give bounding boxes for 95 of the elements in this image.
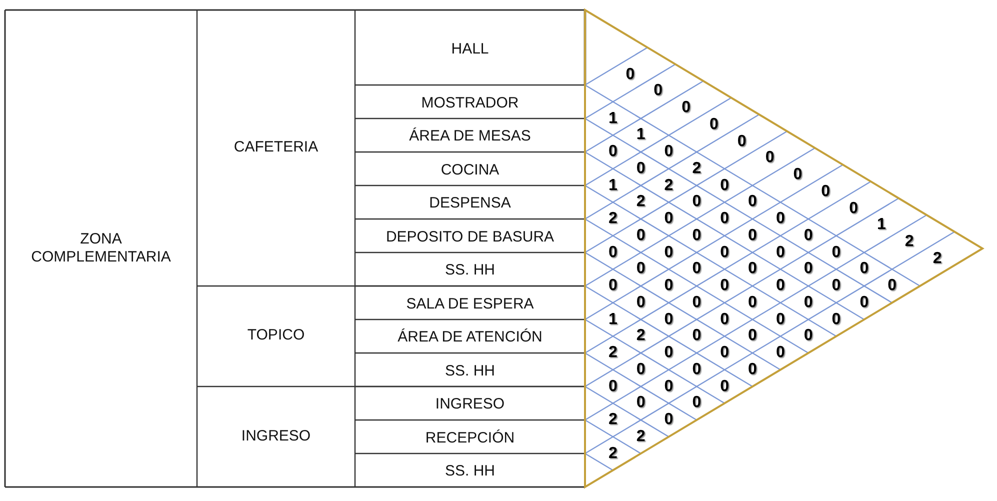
relationship-value: 0: [636, 260, 646, 278]
relationship-value: 1: [636, 126, 646, 144]
relationship-value: 0: [608, 143, 618, 161]
relationship-value: 2: [636, 327, 646, 346]
relationship-value: 0: [692, 260, 702, 278]
area-label: TOPICO: [246, 326, 306, 346]
relationship-value: 0: [776, 277, 785, 295]
relationship-value: 0: [804, 327, 813, 346]
relationship-value: 0: [692, 226, 702, 245]
relationship-value: 0: [737, 132, 746, 151]
relationship-value: 0: [664, 277, 674, 295]
space-label: SS. HH: [444, 462, 496, 482]
relationship-value: 2: [636, 428, 646, 446]
relationship-value: 2: [636, 193, 646, 212]
relationship-value: 0: [804, 226, 813, 245]
relationship-value: 0: [720, 310, 730, 328]
relationship-value: 0: [776, 310, 785, 328]
relationship-value: 0: [692, 294, 702, 312]
space-label: ÁREA DE ATENCIÓN: [396, 328, 544, 348]
space-label: DESPENSA: [428, 194, 512, 214]
relationship-value: 0: [860, 294, 869, 312]
relationship-value: 1: [877, 216, 886, 234]
relationship-value: 2: [608, 344, 618, 362]
relationship-value: 0: [710, 116, 718, 134]
relationship-value: 0: [804, 294, 813, 312]
relationship-value: 0: [636, 360, 646, 379]
relationship-value: 0: [664, 378, 674, 396]
relationship-value: 2: [608, 411, 618, 429]
relationship-value: 1: [608, 110, 618, 128]
relationship-value: 0: [748, 226, 757, 245]
relationship-value: 2: [608, 444, 618, 462]
space-label: SS. HH: [444, 262, 496, 281]
relationship-value: 0: [793, 166, 802, 184]
relationship-value: 0: [720, 210, 730, 228]
relationship-value: 0: [636, 294, 646, 312]
relationship-value: 0: [776, 210, 785, 228]
relationship-value: 0: [776, 244, 785, 262]
relationship-value: 0: [682, 99, 690, 118]
space-label: INGRESO: [434, 396, 506, 415]
space-label: ÁREA DE MESAS: [408, 128, 532, 147]
relationship-value: 0: [636, 394, 646, 412]
relationship-value: 0: [664, 143, 674, 161]
relationship-value: 0: [748, 260, 757, 278]
relationship-value: 0: [832, 310, 841, 328]
relationship-value: 1: [608, 176, 618, 194]
relationship-value: 0: [636, 226, 646, 245]
relationship-value: 1: [608, 310, 618, 328]
relationship-value: 0: [608, 277, 618, 295]
space-label: HALL: [450, 40, 490, 59]
relationship-value: 0: [692, 360, 702, 379]
relationship-value: 2: [664, 176, 674, 194]
relationship-value: 2: [932, 250, 942, 268]
relationship-value: 0: [692, 327, 702, 346]
relationship-value: 0: [832, 244, 841, 262]
space-label: COCINA: [440, 161, 500, 180]
relationship-value: 0: [720, 277, 730, 295]
relationship-value: 0: [720, 176, 730, 194]
relationship-value: 0: [849, 200, 858, 218]
relationship-value: 0: [626, 66, 635, 84]
relationship-value: 0: [664, 310, 674, 328]
space-label: DEPOSITO DE BASURA: [384, 228, 556, 248]
relationship-value: 0: [860, 260, 869, 278]
relationship-value: 0: [776, 344, 785, 362]
relationship-value: 0: [748, 360, 757, 379]
relationship-value: 0: [720, 344, 730, 362]
relationship-value: 0: [720, 378, 730, 396]
zone-label: ZONA COMPLEMENTARIA: [30, 230, 172, 268]
relationship-value: 0: [832, 277, 841, 295]
relationship-value: 0: [608, 244, 618, 262]
relationship-value: 0: [664, 411, 674, 429]
space-label: MOSTRADOR: [420, 94, 520, 114]
area-label: CAFETERIA: [232, 138, 320, 158]
relationship-value: 0: [748, 193, 757, 212]
relationship-value: 0: [692, 193, 702, 212]
relationship-value: 0: [748, 294, 757, 312]
relationship-value: 0: [821, 182, 830, 201]
relationship-value: 2: [904, 233, 914, 252]
space-label: RECEPCIÓN: [424, 429, 516, 448]
relationship-value: 0: [664, 344, 674, 362]
relationship-value: 0: [608, 378, 618, 396]
relationship-value: 0: [636, 160, 646, 178]
relationship-value: 0: [664, 244, 674, 262]
area-label: INGRESO: [240, 427, 312, 446]
relationship-value: 2: [608, 210, 618, 228]
relationship-value: 0: [888, 277, 897, 295]
relationship-value: 0: [664, 210, 674, 228]
relationship-value: 0: [692, 394, 702, 412]
relationship-value: 0: [765, 149, 774, 168]
relationship-value: 0: [748, 327, 757, 346]
relationship-value: 0: [654, 82, 663, 100]
space-label: SALA DE ESPERA: [405, 295, 535, 314]
relationship-value: 0: [720, 244, 730, 262]
space-label: SS. HH: [444, 362, 496, 382]
relationship-value: 0: [804, 260, 813, 278]
relationship-value: 2: [692, 160, 702, 178]
